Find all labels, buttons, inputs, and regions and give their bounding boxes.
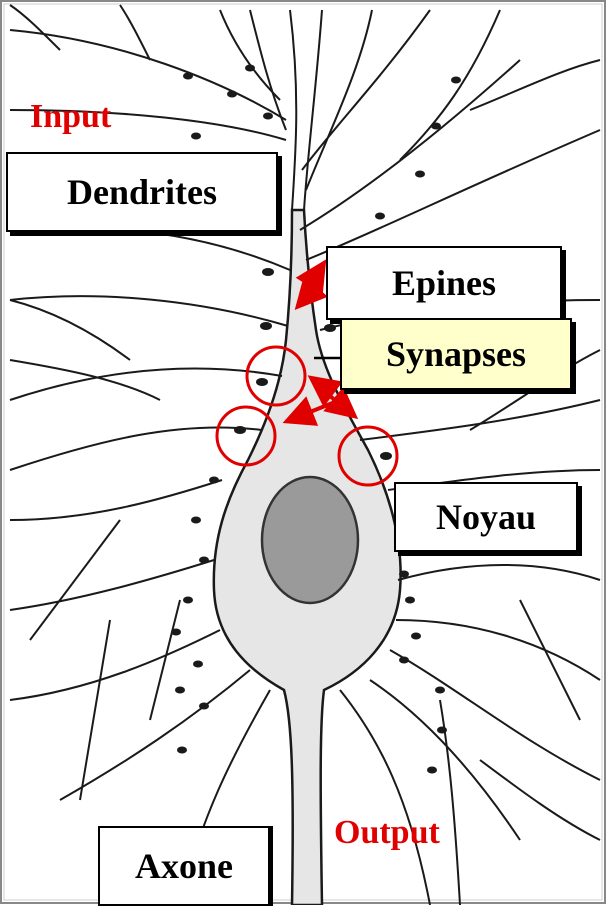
noyau-label: Noyau <box>394 482 578 552</box>
synapses-label: Synapses <box>340 318 572 390</box>
nucleus <box>262 477 358 603</box>
output-label: Output <box>334 808 440 858</box>
dendrites-label: Dendrites <box>6 152 278 232</box>
axone-label: Axone <box>98 826 270 906</box>
arrow-epines-up <box>310 266 322 285</box>
epines-label: Epines <box>326 246 562 320</box>
input-label: Input <box>30 92 111 142</box>
